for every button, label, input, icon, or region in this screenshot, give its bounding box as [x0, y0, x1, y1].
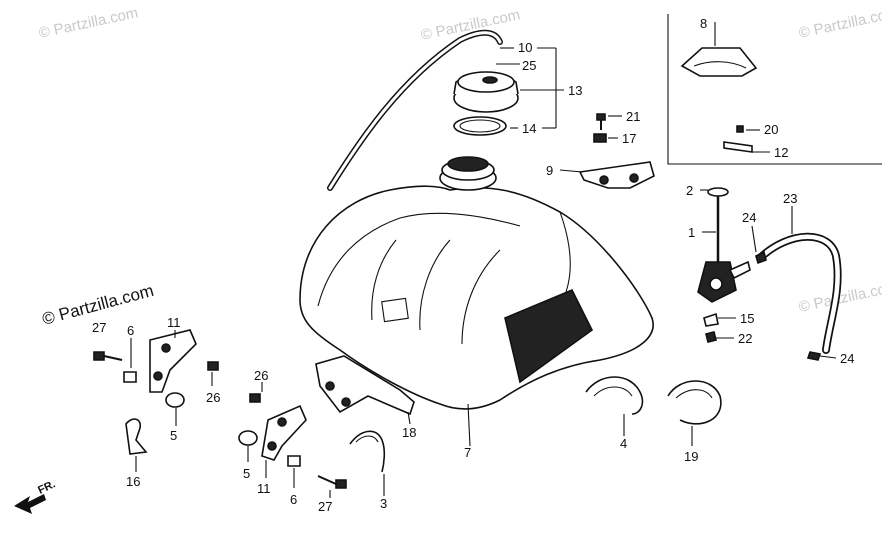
callout-26: 26: [254, 368, 268, 383]
callout-10: 10: [518, 40, 532, 55]
callout-25: 25: [522, 58, 536, 73]
callout-6: 6: [290, 492, 297, 507]
rubber-band: [585, 376, 644, 415]
tank-mount: [315, 355, 415, 416]
grommet: [238, 430, 258, 446]
callout-20: 20: [764, 122, 778, 137]
callout-1: 1: [688, 225, 695, 240]
leader-lines: [130, 22, 837, 498]
callout-18: 18: [402, 425, 416, 440]
callout-24: 24: [840, 351, 854, 366]
callout-27: 27: [318, 499, 332, 514]
inset-clip: [723, 141, 753, 153]
callout-3: 3: [380, 496, 387, 511]
hose-clip: [755, 250, 767, 265]
fuel-tank: [299, 156, 654, 410]
callout-23: 23: [783, 191, 797, 206]
callout-12: 12: [774, 145, 788, 160]
tank-bracket: [578, 161, 655, 189]
bolt: [596, 113, 606, 121]
callout-26: 26: [206, 390, 220, 405]
bracket-right: [261, 404, 307, 461]
callout-2: 2: [686, 183, 693, 198]
tank-strap: [349, 430, 386, 473]
bolt: [93, 351, 105, 361]
watermark: © Partzilla.com: [37, 4, 139, 42]
callout-11: 11: [257, 481, 271, 496]
front-direction-arrow: FR.: [14, 478, 57, 514]
callout-5: 5: [243, 466, 250, 481]
valve-washer: [703, 312, 719, 327]
callout-8: 8: [700, 16, 707, 31]
watermark: © Partzilla.com: [797, 4, 882, 42]
callout-13: 13: [568, 83, 582, 98]
nut: [593, 133, 607, 143]
callout-17: 17: [622, 131, 636, 146]
callout-9: 9: [546, 163, 553, 178]
bracket-left: [149, 329, 197, 393]
valve-screw: [705, 331, 717, 343]
callout-6: 6: [127, 323, 134, 338]
spring-hook: [125, 418, 148, 455]
hose-clip: [806, 351, 822, 361]
fuel-valve: [697, 187, 751, 303]
callouts: 8 10 25 13 14 21 17 9 20 12 2 1 24 23 15…: [92, 16, 854, 514]
callout-16: 16: [126, 474, 140, 489]
bolt: [207, 361, 219, 371]
callout-15: 15: [740, 311, 754, 326]
tank-band: [667, 380, 722, 425]
callout-11: 11: [167, 315, 181, 330]
callout-22: 22: [738, 331, 752, 346]
bolt: [249, 393, 261, 403]
callout-4: 4: [620, 436, 627, 451]
callout-7: 7: [464, 445, 471, 460]
fuel-cap: [453, 71, 519, 113]
callout-27: 27: [92, 320, 106, 335]
collar: [287, 455, 301, 467]
inset-box-border: [667, 14, 882, 165]
callout-5: 5: [170, 428, 177, 443]
callout-14: 14: [522, 121, 536, 136]
collar: [123, 371, 137, 383]
callout-19: 19: [684, 449, 698, 464]
inset-bolt: [736, 125, 744, 133]
direction-label: FR.: [36, 478, 57, 496]
callout-21: 21: [626, 109, 640, 124]
bolt: [335, 479, 347, 489]
callout-24: 24: [742, 210, 756, 225]
grommet: [165, 392, 185, 408]
